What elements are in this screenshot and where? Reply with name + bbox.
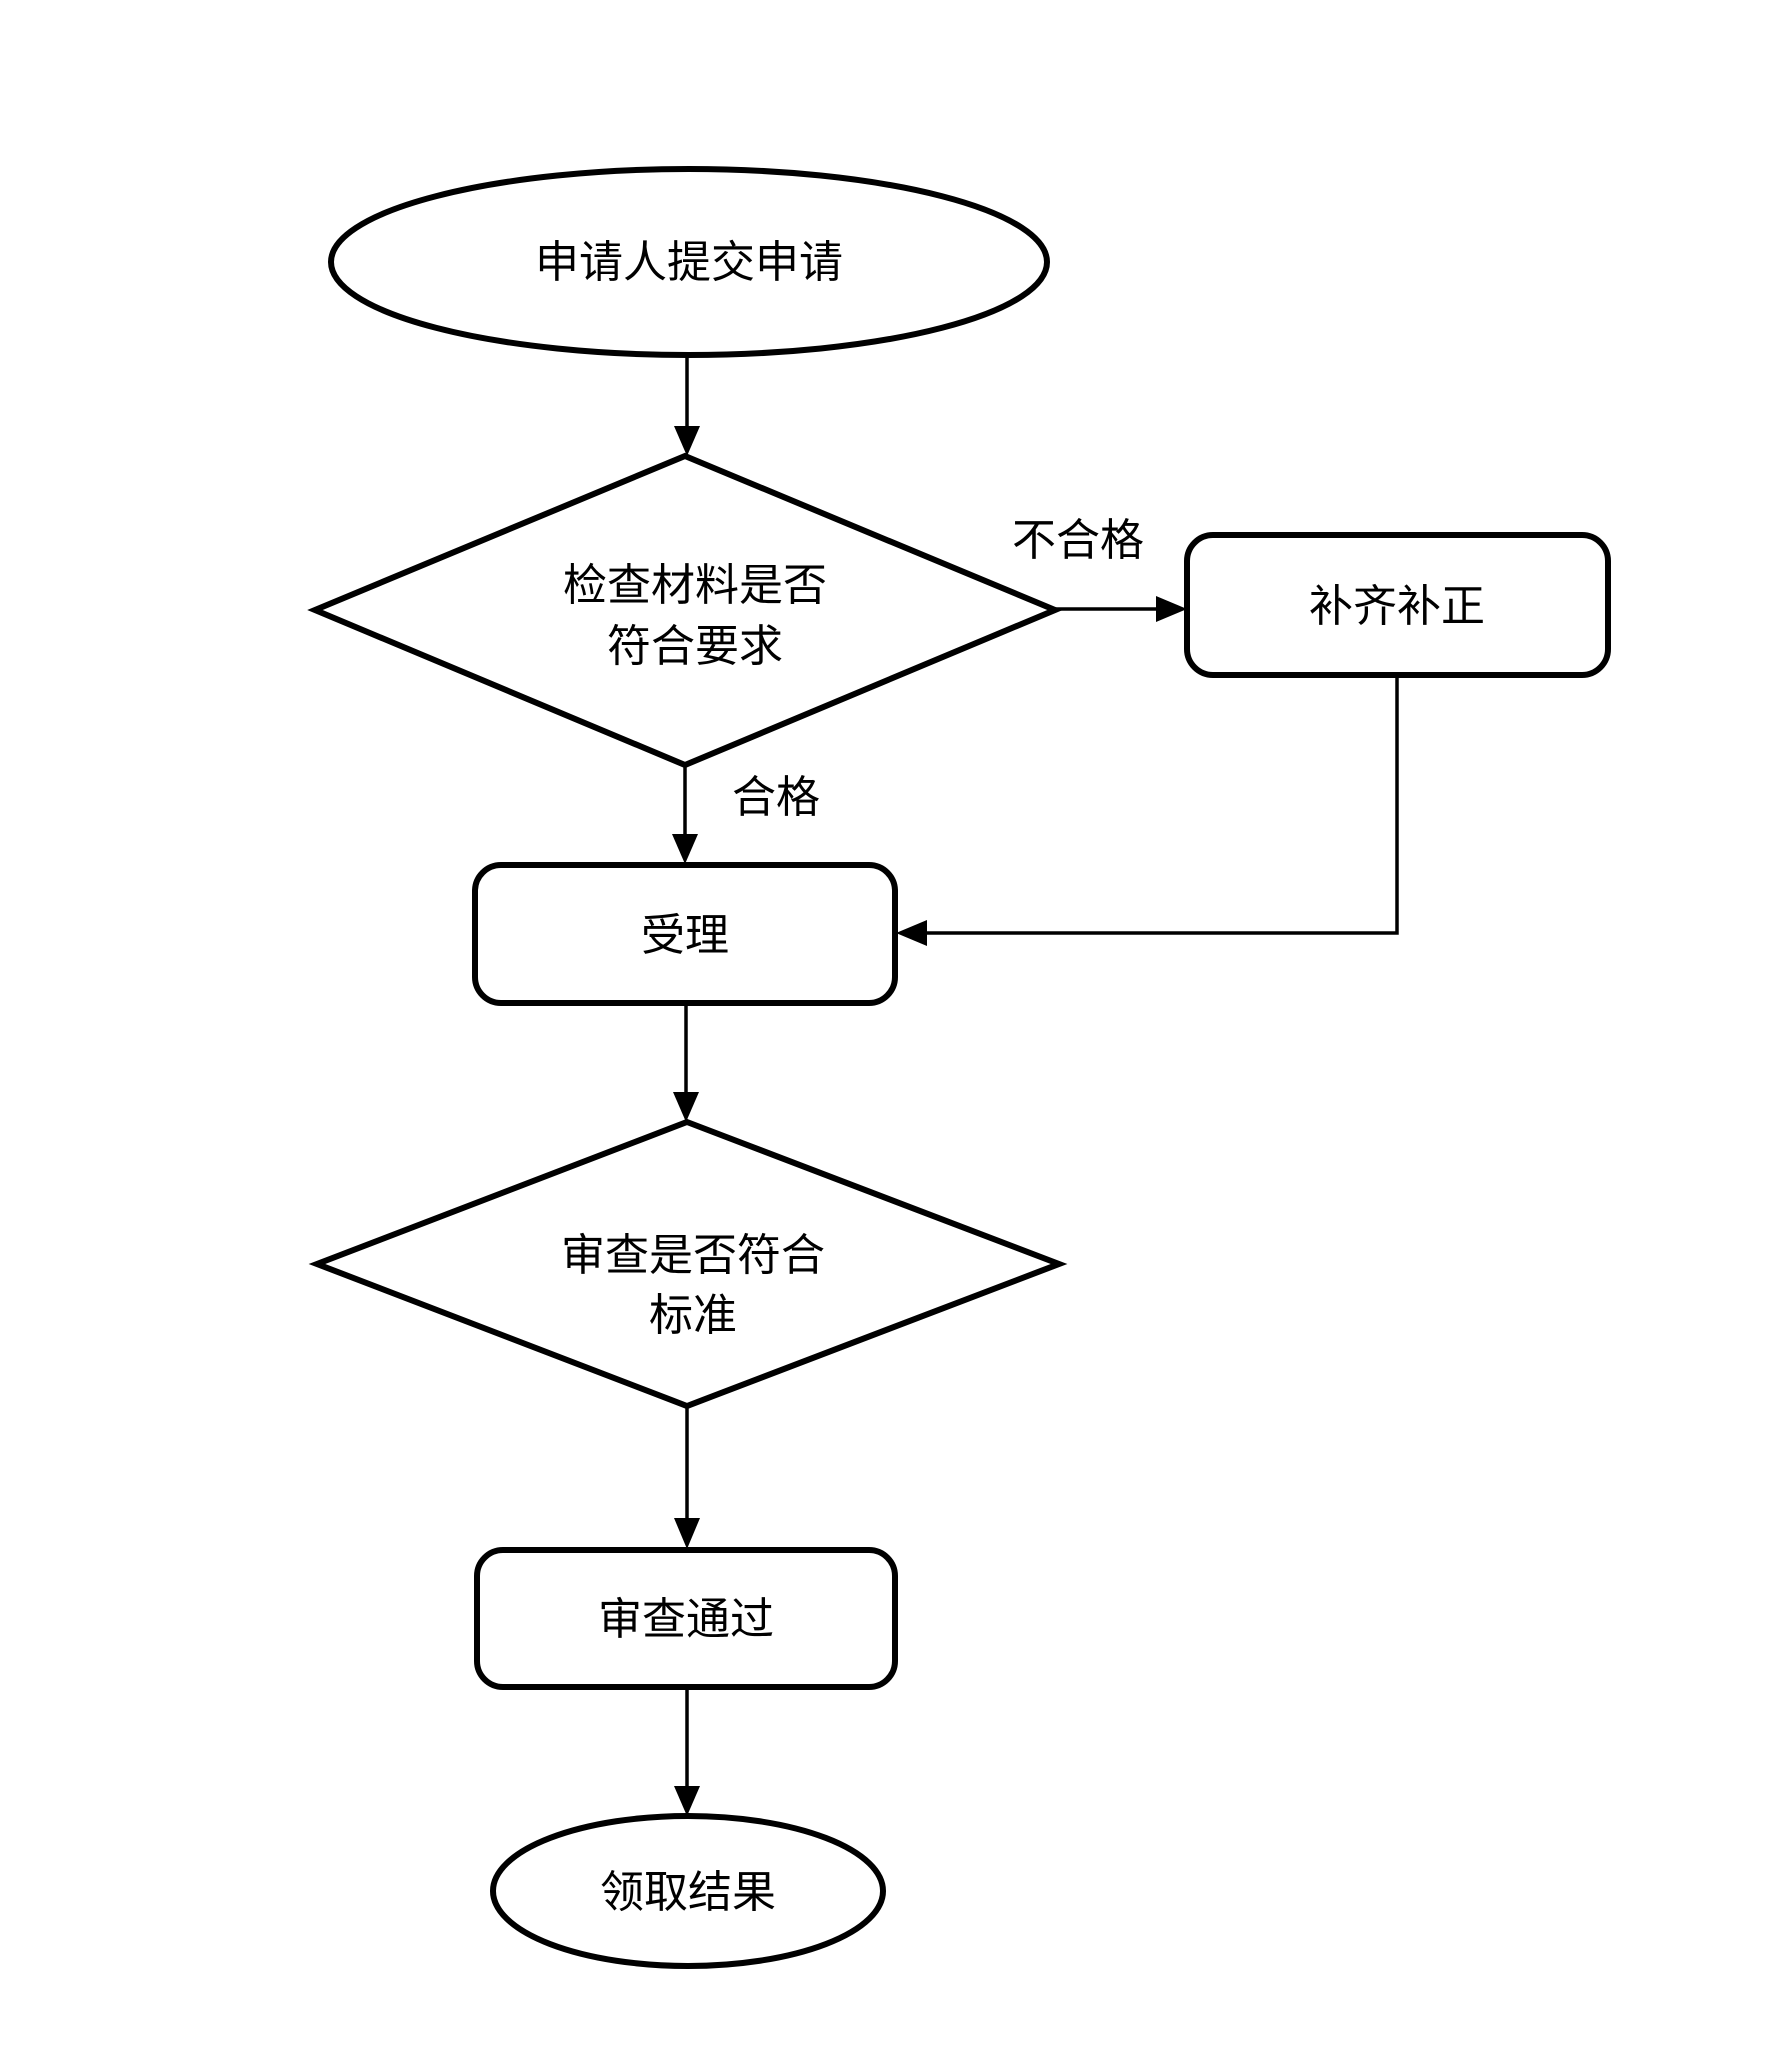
check-materials-label-line1: 检查材料是否 bbox=[563, 561, 827, 610]
check-materials-decision bbox=[307, 452, 1063, 769]
arrow-review-to-passed bbox=[674, 1406, 700, 1549]
supplement-label: 补齐补正 bbox=[1309, 582, 1485, 631]
arrow-start-to-check bbox=[674, 355, 700, 456]
review-passed-label: 审查通过 bbox=[598, 1595, 774, 1644]
arrow-review-to-passed-head bbox=[674, 1518, 700, 1549]
arrow-passed-to-end-head bbox=[674, 1786, 700, 1816]
edge-label-pass: 合格 bbox=[732, 773, 820, 822]
check-materials-label-line2: 符合要求 bbox=[607, 622, 783, 671]
arrow-supplement-to-accept-line bbox=[925, 675, 1399, 935]
arrow-check-to-supplement-head bbox=[1156, 596, 1187, 622]
start-node-ellipse bbox=[328, 166, 1050, 358]
arrow-accept-to-review-head bbox=[673, 1092, 699, 1122]
end-node-ellipse bbox=[490, 1813, 886, 1969]
start-node-label: 申请人提交申请 bbox=[535, 238, 843, 287]
arrow-accept-to-review bbox=[673, 1003, 699, 1122]
end-node-label: 领取结果 bbox=[600, 1868, 776, 1917]
review-label-line1: 审查是否符合 bbox=[561, 1231, 825, 1280]
review-label-line2: 标准 bbox=[649, 1291, 737, 1340]
accept-label: 受理 bbox=[641, 911, 729, 960]
edge-label-fail: 不合格 bbox=[1012, 516, 1144, 565]
arrow-check-to-accept bbox=[672, 765, 698, 864]
arrow-start-to-check-head bbox=[674, 426, 700, 456]
arrow-supplement-to-accept bbox=[896, 675, 1399, 946]
arrow-passed-to-end bbox=[674, 1687, 700, 1816]
arrow-check-to-accept-head bbox=[672, 834, 698, 864]
arrow-check-to-supplement bbox=[1055, 596, 1187, 622]
arrow-supplement-to-accept-head bbox=[896, 920, 927, 946]
